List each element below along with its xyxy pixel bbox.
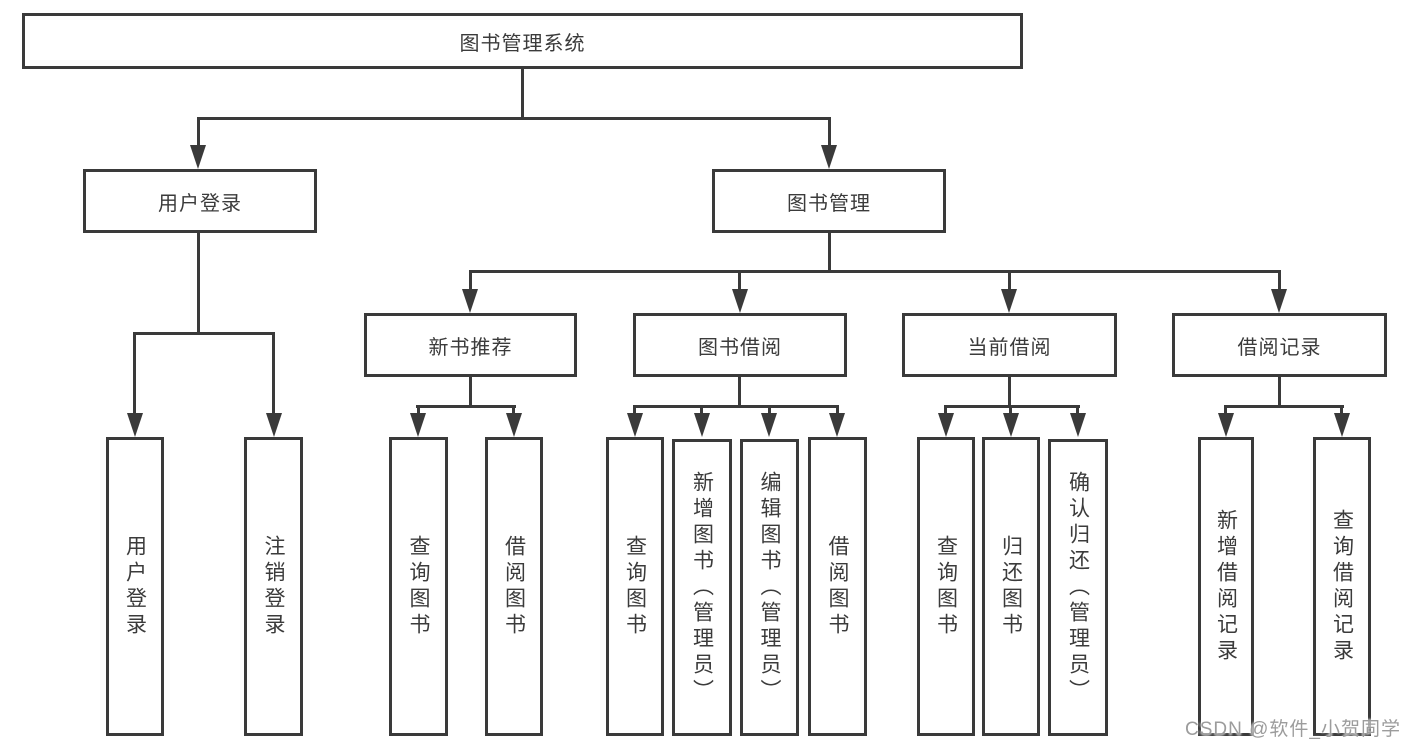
node-user-login: 用户登录 bbox=[83, 169, 317, 233]
connector-line bbox=[197, 117, 831, 120]
leaf-borrow-books: 借阅图书 bbox=[808, 437, 867, 736]
leaf-query-borrow-record: 查询借阅记录 bbox=[1313, 437, 1371, 736]
connector-line bbox=[1076, 405, 1079, 417]
leaf-add-books-admin: 新增图书（管理员） bbox=[672, 439, 732, 736]
connector-line bbox=[417, 405, 420, 417]
connector-line bbox=[1224, 405, 1227, 417]
connector-line bbox=[738, 377, 741, 408]
arrow-down-icon bbox=[266, 413, 282, 437]
connector-line bbox=[133, 332, 136, 416]
arrow-down-icon bbox=[1003, 413, 1019, 437]
connector-line bbox=[768, 405, 771, 417]
connector-line bbox=[944, 405, 947, 417]
connector-line bbox=[133, 332, 275, 335]
node-new-book-recommend: 新书推荐 bbox=[364, 313, 577, 377]
arrow-down-icon bbox=[821, 145, 837, 169]
connector-line bbox=[469, 270, 1281, 273]
arrow-down-icon bbox=[127, 413, 143, 437]
arrow-down-icon bbox=[190, 145, 206, 169]
connector-line bbox=[828, 233, 831, 273]
connector-line bbox=[469, 270, 472, 293]
leaf-logout: 注销登录 bbox=[244, 437, 303, 736]
arrow-down-icon bbox=[462, 289, 478, 313]
leaf-user-login: 用户登录 bbox=[106, 437, 164, 736]
node-borrowing-records: 借阅记录 bbox=[1172, 313, 1387, 377]
arrow-down-icon bbox=[1271, 289, 1287, 313]
connector-line bbox=[1340, 405, 1343, 417]
leaf-confirm-return-admin: 确认归还（管理员） bbox=[1048, 439, 1108, 736]
connector-line bbox=[633, 405, 636, 417]
arrow-down-icon bbox=[761, 413, 777, 437]
connector-line bbox=[738, 270, 741, 293]
connector-line bbox=[700, 405, 703, 417]
arrow-down-icon bbox=[1218, 413, 1234, 437]
csdn-watermark: CSDN @软件_小贺同学 bbox=[1185, 719, 1401, 740]
leaf-borrow-books-newbook: 借阅图书 bbox=[485, 437, 543, 736]
arrow-down-icon bbox=[732, 289, 748, 313]
leaf-query-books-borrow: 查询图书 bbox=[606, 437, 664, 736]
connector-line bbox=[633, 405, 839, 408]
connector-line bbox=[944, 405, 1080, 408]
arrow-down-icon bbox=[1070, 413, 1086, 437]
leaf-return-books: 归还图书 bbox=[982, 437, 1040, 736]
connector-line bbox=[1278, 270, 1281, 293]
connector-line bbox=[416, 405, 516, 408]
connector-line bbox=[469, 377, 472, 408]
leaf-query-books-newbook: 查询图书 bbox=[389, 437, 448, 736]
connector-line bbox=[1008, 270, 1011, 293]
connector-line bbox=[197, 117, 200, 149]
connector-line bbox=[828, 117, 831, 149]
connector-line bbox=[1278, 377, 1281, 408]
connector-line bbox=[1224, 405, 1344, 408]
connector-line bbox=[521, 68, 524, 120]
arrow-down-icon bbox=[1334, 413, 1350, 437]
node-current-borrowing: 当前借阅 bbox=[902, 313, 1117, 377]
connector-line bbox=[1009, 405, 1012, 417]
leaf-add-borrow-record: 新增借阅记录 bbox=[1198, 437, 1254, 736]
connector-line bbox=[197, 233, 200, 335]
arrow-down-icon bbox=[694, 413, 710, 437]
arrow-down-icon bbox=[410, 413, 426, 437]
connector-line bbox=[272, 332, 275, 416]
arrow-down-icon bbox=[506, 413, 522, 437]
node-root-system: 图书管理系统 bbox=[22, 13, 1023, 69]
node-book-borrowing: 图书借阅 bbox=[633, 313, 847, 377]
leaf-query-books-current: 查询图书 bbox=[917, 437, 975, 736]
arrow-down-icon bbox=[938, 413, 954, 437]
connector-line bbox=[1008, 377, 1011, 408]
connector-line bbox=[512, 405, 515, 417]
arrow-down-icon bbox=[627, 413, 643, 437]
connector-line bbox=[836, 405, 839, 417]
arrow-down-icon bbox=[1001, 289, 1017, 313]
node-book-management: 图书管理 bbox=[712, 169, 946, 233]
leaf-edit-books-admin: 编辑图书（管理员） bbox=[740, 439, 799, 736]
arrow-down-icon bbox=[829, 413, 845, 437]
